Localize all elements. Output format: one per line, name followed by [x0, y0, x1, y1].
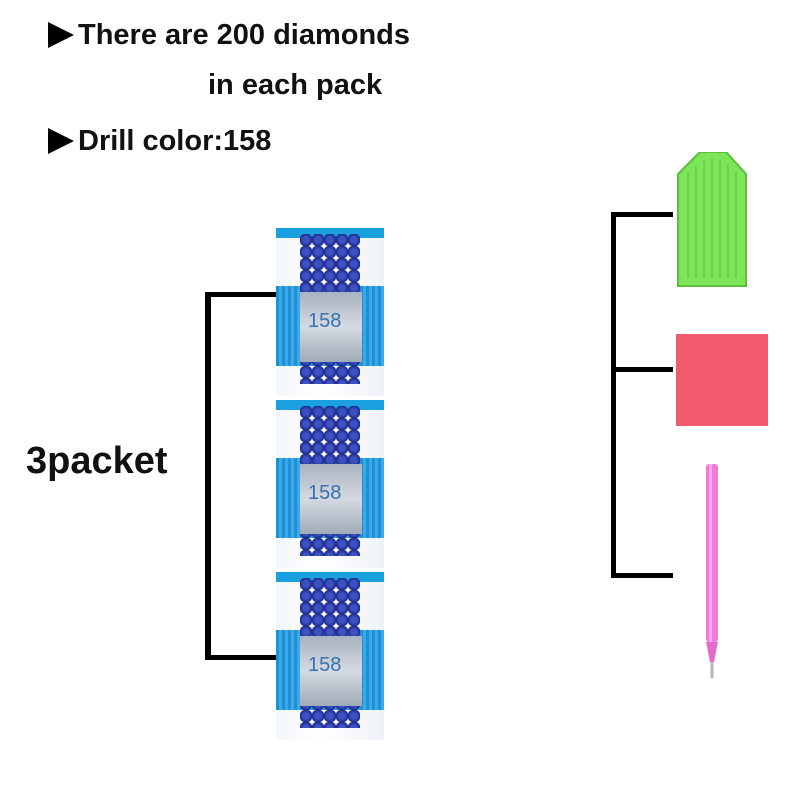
- pack-code: 158: [308, 310, 342, 332]
- info-text-1: There are 200 diamonds: [78, 18, 411, 51]
- packet-count-label: 3packet: [26, 440, 168, 482]
- info-line-1: There are 200 diamonds: [48, 15, 410, 55]
- diamond-pack-3: 158: [276, 572, 384, 740]
- bracket-right-middle: [611, 367, 673, 372]
- drill-pen-icon: [706, 464, 718, 678]
- info-text-2: in each pack: [208, 68, 383, 101]
- bracket-right-top: [611, 212, 673, 217]
- pack-code: 158: [308, 482, 342, 504]
- bracket-right-vertical: [611, 212, 616, 578]
- pack-code: 158: [308, 654, 342, 676]
- bracket-left-top: [205, 292, 277, 297]
- arrow-icon: [48, 128, 74, 154]
- info-text-3: Drill color:158: [78, 124, 272, 157]
- bracket-left-bottom: [205, 655, 277, 660]
- bracket-left-vertical: [205, 292, 211, 660]
- diamond-pack-1: 158: [276, 228, 384, 396]
- info-line-3: Drill color:158: [48, 121, 271, 161]
- pen-tray-icon: [677, 152, 747, 287]
- arrow-icon: [48, 22, 74, 48]
- info-line-2: in each pack: [208, 65, 382, 105]
- bracket-right-bottom: [611, 573, 673, 578]
- wax-pad-icon: [676, 334, 768, 426]
- diamond-pack-2: 158: [276, 400, 384, 568]
